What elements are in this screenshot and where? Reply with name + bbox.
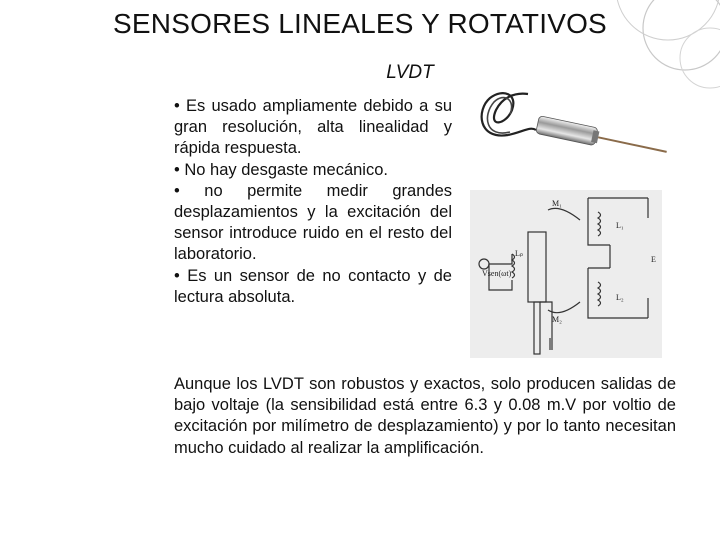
- bullet-item: • No hay desgaste mecánico.: [174, 160, 388, 179]
- lvdt-schematic-diagram: Vsen(ωt) Lₚ M₁ M₂ L₁ L₂ E: [470, 190, 662, 358]
- corner-decoration: [616, 0, 720, 89]
- slide-title: SENSORES LINEALES Y ROTATIVOS: [113, 8, 607, 39]
- secondary-l2-label: L₂: [616, 293, 624, 302]
- source-label: Vsen(ωt): [482, 269, 512, 278]
- body-paragraph: Aunque los LVDT son robustos y exactos, …: [174, 375, 676, 457]
- bullet-item: • Es usado ampliamente debido a su gran …: [174, 97, 452, 158]
- output-voltage-label: E: [651, 255, 656, 264]
- bullet-item: • no permite medir grandes desplazamient…: [174, 181, 452, 264]
- slide-subtitle: LVDT: [386, 62, 434, 83]
- primary-coil-label: Lₚ: [515, 249, 523, 258]
- mutual-m2-label: M₂: [552, 315, 562, 324]
- secondary-l1-label: L₁: [616, 221, 624, 230]
- mutual-m1-label: M₁: [552, 199, 562, 208]
- bullet-list: • Es usado ampliamente debido a su gran …: [174, 96, 452, 308]
- lvdt-sensor-photo: [480, 92, 667, 153]
- bullet-item: • Es un sensor de no contacto y de lectu…: [174, 266, 452, 306]
